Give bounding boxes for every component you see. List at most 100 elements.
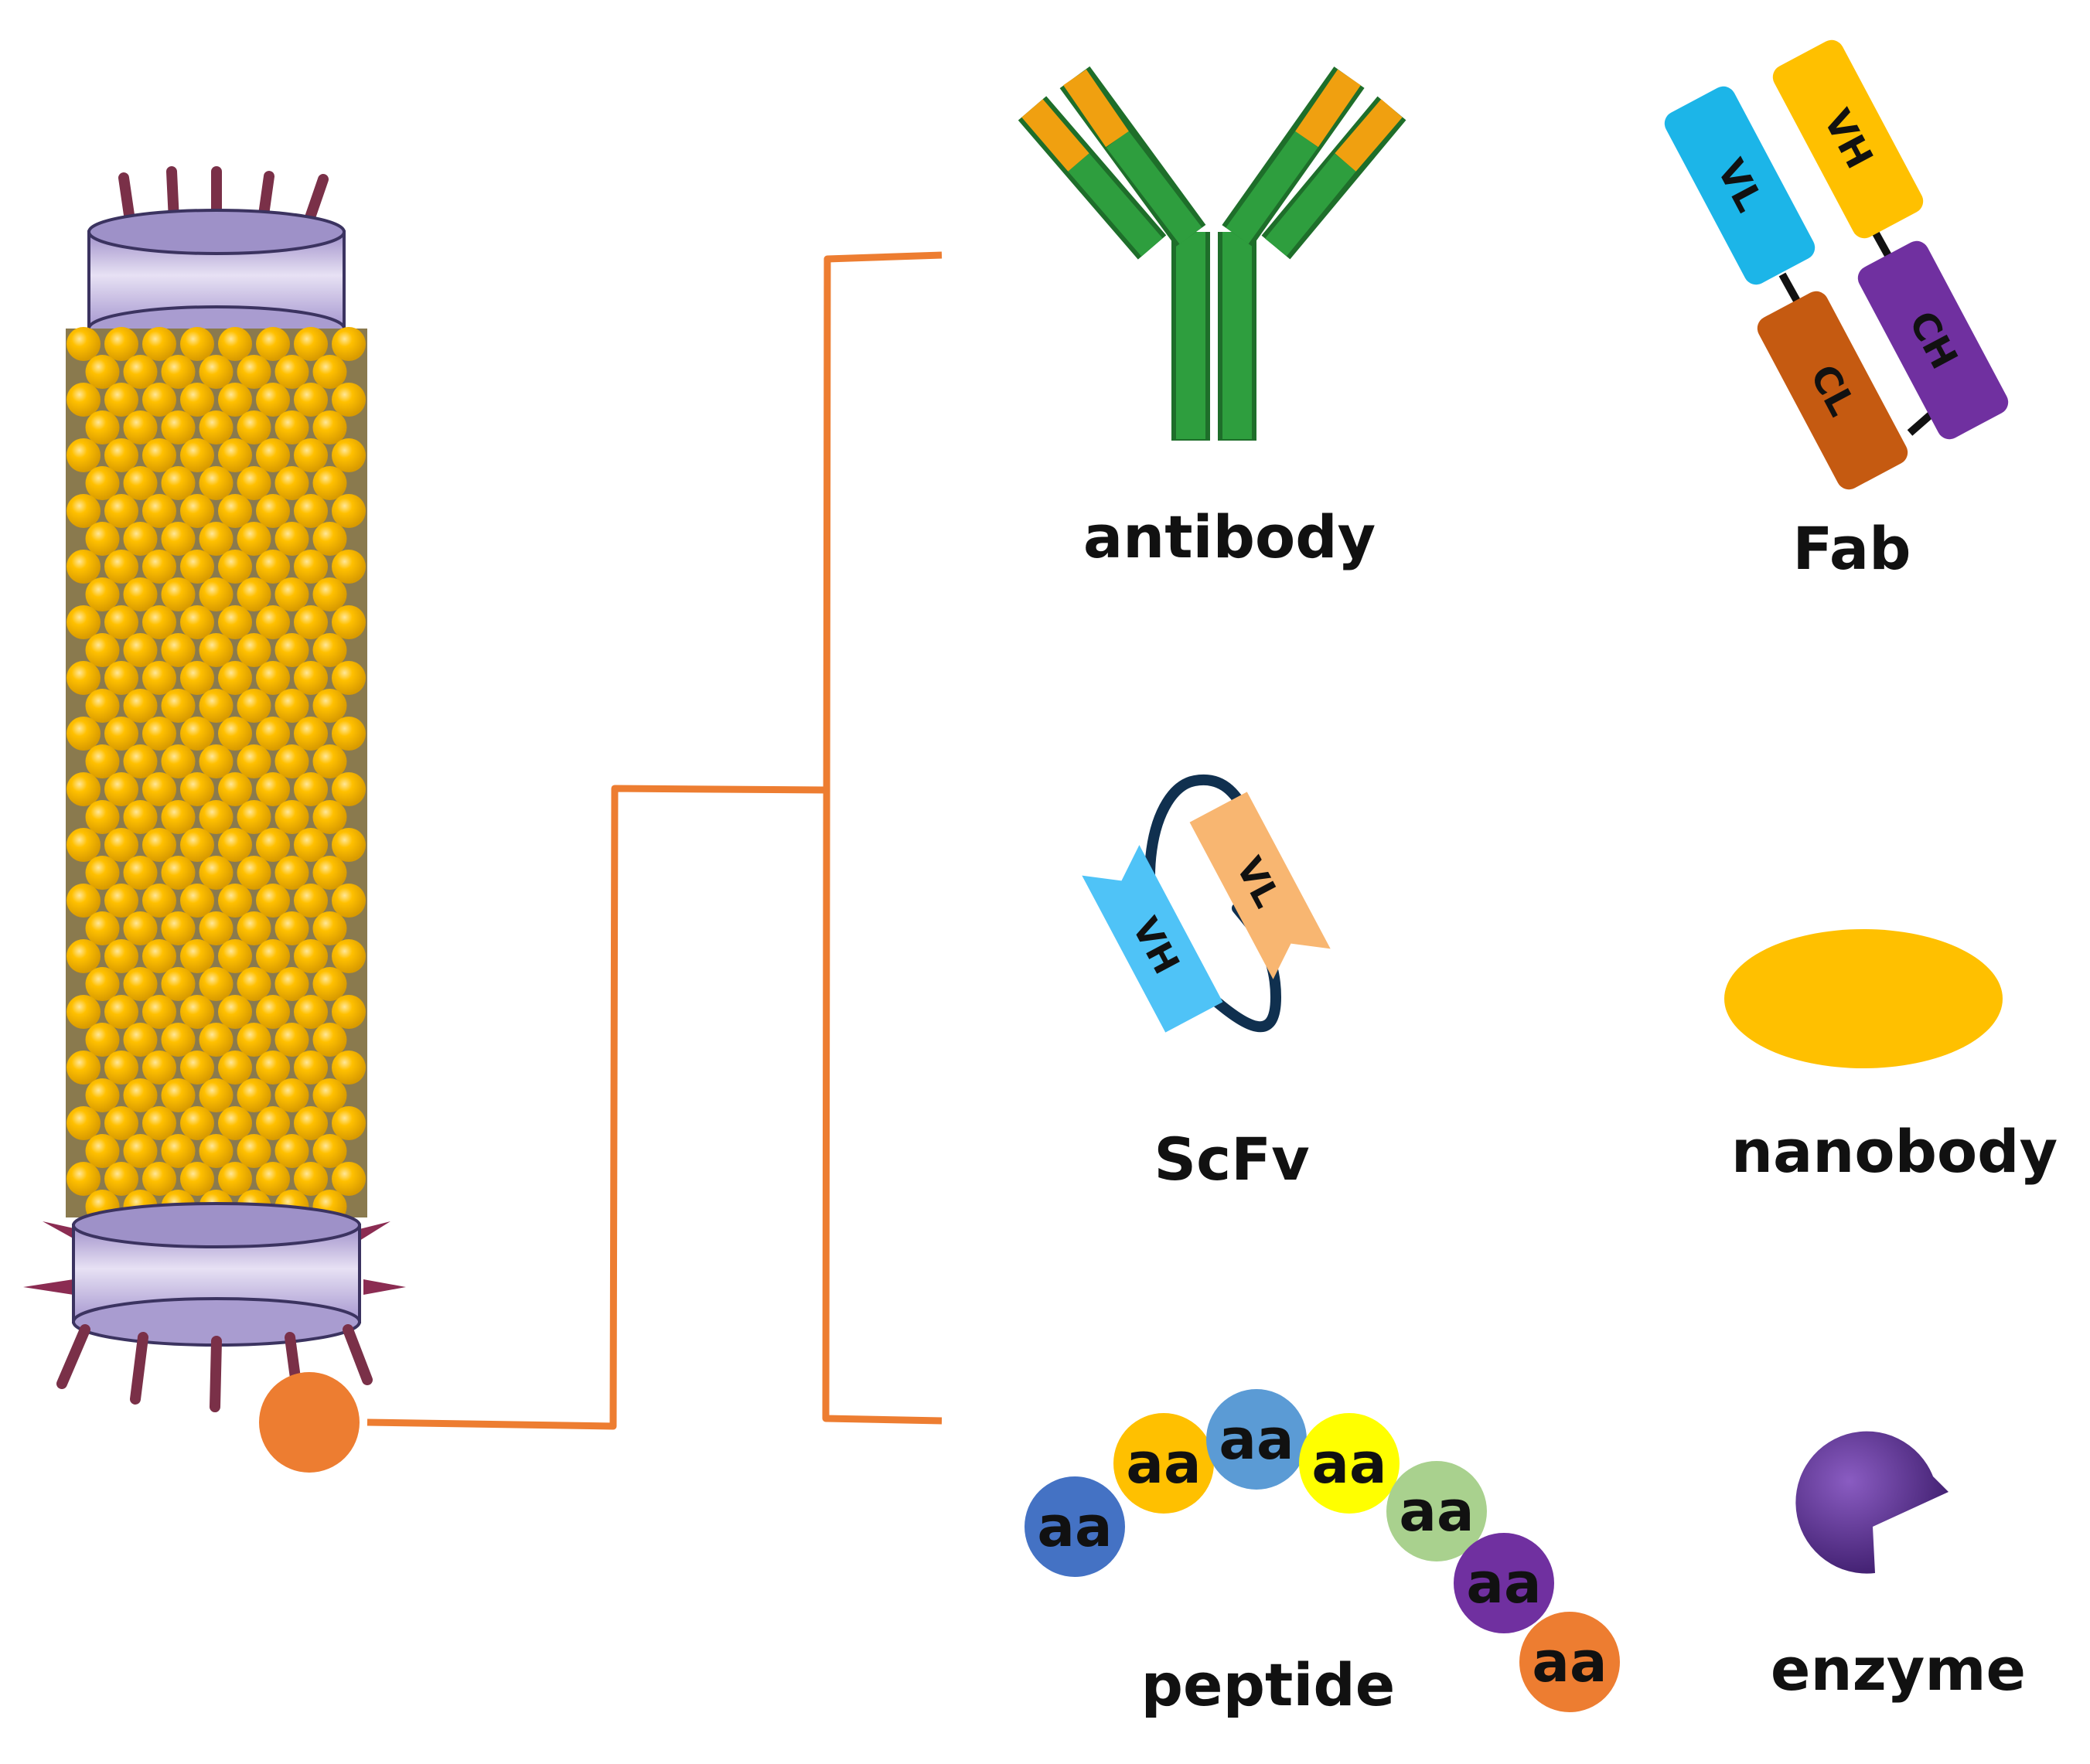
coat-protein-bead xyxy=(332,550,366,584)
coat-protein-bead xyxy=(312,1078,347,1112)
coat-protein-bead xyxy=(180,939,214,973)
coat-protein-bead xyxy=(199,1134,234,1168)
coat-protein-bead xyxy=(123,410,158,444)
coat-protein-bead xyxy=(123,577,158,611)
coat-protein-bead xyxy=(85,466,120,500)
coat-protein-bead xyxy=(142,661,176,695)
coat-protein-bead xyxy=(104,884,138,918)
coat-protein-bead xyxy=(218,327,252,361)
coat-protein-bead xyxy=(142,383,176,417)
fab-fragment-icon: VL VH CL CH xyxy=(1664,39,2009,490)
coat-protein-bead xyxy=(237,689,271,723)
coat-protein-bead xyxy=(104,438,138,472)
coat-protein-bead xyxy=(274,522,309,556)
coat-protein-bead xyxy=(123,967,158,1001)
coat-protein-bead xyxy=(256,550,290,584)
coat-protein-bead xyxy=(312,577,347,611)
coat-protein-bead xyxy=(104,1106,138,1140)
coat-protein-bead xyxy=(66,494,101,528)
coat-protein-bead xyxy=(142,327,176,361)
coat-protein-bead xyxy=(237,744,271,778)
phage-bottom-cap xyxy=(72,1202,361,1347)
peptide-residue-label: aa xyxy=(1399,1479,1474,1544)
coat-protein-bead xyxy=(104,939,138,973)
coat-protein-bead xyxy=(218,605,252,639)
antibody-y-icon xyxy=(1018,66,1406,441)
nanobody-ellipse-icon xyxy=(1724,929,2003,1068)
peptide-residue-label: aa xyxy=(1219,1407,1294,1472)
coat-protein-bead xyxy=(123,1134,158,1168)
coat-protein-bead xyxy=(312,967,347,1001)
coat-protein-bead xyxy=(66,717,101,751)
coat-protein-bead xyxy=(161,522,196,556)
coat-protein-bead xyxy=(332,438,366,472)
coat-protein-bead xyxy=(142,1051,176,1085)
coat-protein-bead xyxy=(161,355,196,389)
coat-protein-bead xyxy=(312,466,347,500)
coat-protein-bead xyxy=(161,633,196,667)
coat-protein-bead xyxy=(256,438,290,472)
coat-protein-bead xyxy=(180,1051,214,1085)
antibody-label: antibody xyxy=(1083,502,1376,571)
coat-protein-bead xyxy=(199,967,234,1001)
coat-protein-bead xyxy=(274,1078,309,1112)
coat-protein-bead xyxy=(218,772,252,806)
coat-protein-bead xyxy=(218,884,252,918)
coat-protein-bead xyxy=(199,633,234,667)
coat-protein-bead xyxy=(85,410,120,444)
coat-protein-bead xyxy=(274,1134,309,1168)
coat-protein-bead xyxy=(180,661,214,695)
coat-protein-bead xyxy=(104,327,138,361)
coat-protein-bead xyxy=(218,939,252,973)
coat-protein-bead xyxy=(294,494,328,528)
coat-protein-bead xyxy=(142,438,176,472)
coat-protein-bead xyxy=(123,744,158,778)
coat-protein-bead xyxy=(218,828,252,862)
peptide-residue-label: aa xyxy=(1466,1551,1541,1616)
coat-protein-bead xyxy=(312,410,347,444)
coat-protein-bead xyxy=(161,577,196,611)
coat-protein-bead xyxy=(274,800,309,834)
coat-protein-bead xyxy=(332,494,366,528)
peptide-residue-label: aa xyxy=(1126,1431,1201,1496)
coat-protein-bead xyxy=(66,1162,101,1196)
coat-protein-bead xyxy=(312,1023,347,1057)
coat-protein-bead xyxy=(66,605,101,639)
coat-protein-bead xyxy=(85,633,120,667)
coat-protein-bead xyxy=(332,939,366,973)
coat-protein-bead xyxy=(332,327,366,361)
scfv-vh-domain: VH xyxy=(1082,845,1223,1033)
fab-vl-domain: VL xyxy=(1664,86,1816,285)
coat-protein-bead xyxy=(66,327,101,361)
coat-protein-bead xyxy=(294,1162,328,1196)
fab-vh-domain: VH xyxy=(1772,39,1924,239)
coat-protein-bead xyxy=(332,995,366,1029)
coat-protein-bead xyxy=(218,1106,252,1140)
coat-protein-bead xyxy=(180,1162,214,1196)
coat-protein-bead xyxy=(85,522,120,556)
coat-protein-bead xyxy=(85,1078,120,1112)
coat-protein-bead xyxy=(274,577,309,611)
coat-protein-bead xyxy=(256,995,290,1029)
coat-protein-bead xyxy=(161,911,196,945)
coat-protein-bead xyxy=(142,494,176,528)
coat-protein-bead xyxy=(237,1134,271,1168)
coat-protein-bead xyxy=(294,828,328,862)
coat-protein-bead xyxy=(294,884,328,918)
enzyme-label: enzyme xyxy=(1770,1635,2027,1704)
coat-protein-bead xyxy=(256,1051,290,1085)
coat-protein-bead xyxy=(104,717,138,751)
coat-protein-bead xyxy=(180,494,214,528)
coat-protein-bead xyxy=(142,550,176,584)
nanobody-label: nanobody xyxy=(1730,1117,2058,1186)
peptide-residue xyxy=(1454,1533,1554,1633)
coat-protein-bead xyxy=(85,856,120,890)
coat-protein-bead xyxy=(237,633,271,667)
peptide-label: peptide xyxy=(1140,1650,1396,1719)
coat-protein-bead xyxy=(312,689,347,723)
coat-protein-bead xyxy=(104,605,138,639)
coat-protein-bead xyxy=(256,327,290,361)
coat-protein-bead xyxy=(294,1106,328,1140)
coat-protein-bead xyxy=(294,383,328,417)
